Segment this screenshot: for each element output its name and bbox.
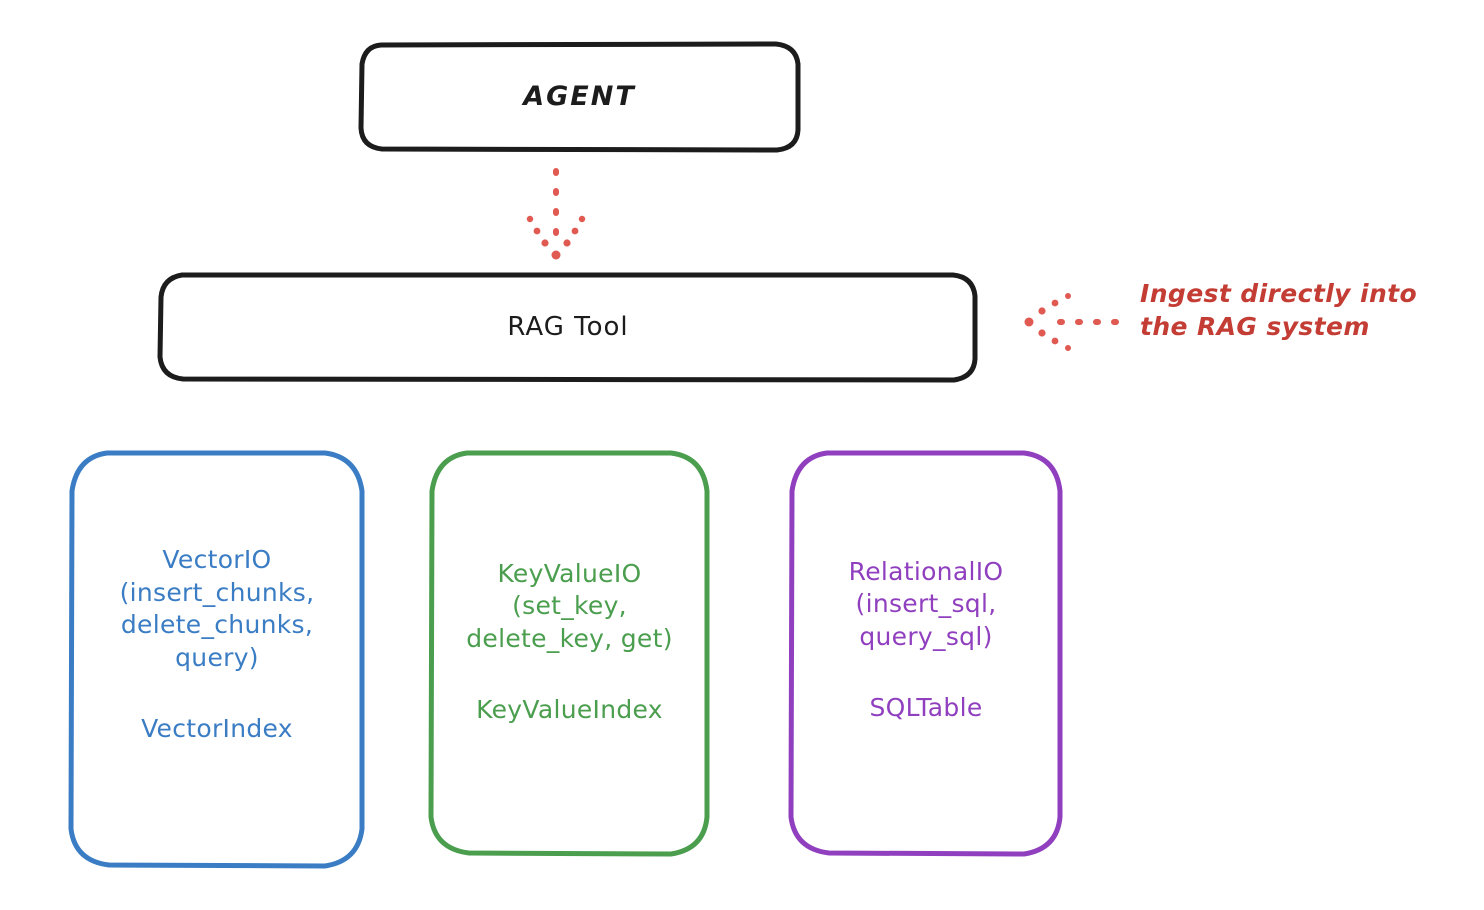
vector-store-index-label: VectorIndex — [141, 714, 293, 743]
node-agent-label: AGENT — [523, 81, 636, 113]
connector-ingest-to-rag-tool — [1024, 293, 1131, 351]
node-agent[interactable]: AGENT — [357, 40, 802, 154]
keyvalue-store-index-label: KeyValueIndex — [476, 695, 663, 725]
node-rag-tool[interactable]: RAG Tool — [156, 271, 980, 384]
annotation-ingest-label: Ingest directly into the RAG system — [1140, 279, 1418, 341]
node-rag-tool-label: RAG Tool — [507, 312, 629, 343]
relational-store-index-label: SQLTable — [869, 693, 983, 723]
node-keyvalue-store[interactable]: KeyValueIO (set_key, delete_key, get) Ke… — [427, 449, 712, 857]
node-vector-store[interactable]: VectorIO (insert_chunks, delete_chunks, … — [67, 449, 367, 870]
connector-agent-to-rag-tool — [526, 168, 586, 260]
relational-store-api-label: RelationalIO (insert_sql, query_sql) — [848, 556, 1004, 651]
node-relational-store[interactable]: RelationalIO (insert_sql, query_sql) SQL… — [787, 449, 1065, 857]
keyvalue-store-api-label: KeyValueIO (set_key, delete_key, get) — [466, 558, 673, 653]
vector-store-api-label: VectorIO (insert_chunks, delete_chunks, … — [119, 545, 315, 672]
